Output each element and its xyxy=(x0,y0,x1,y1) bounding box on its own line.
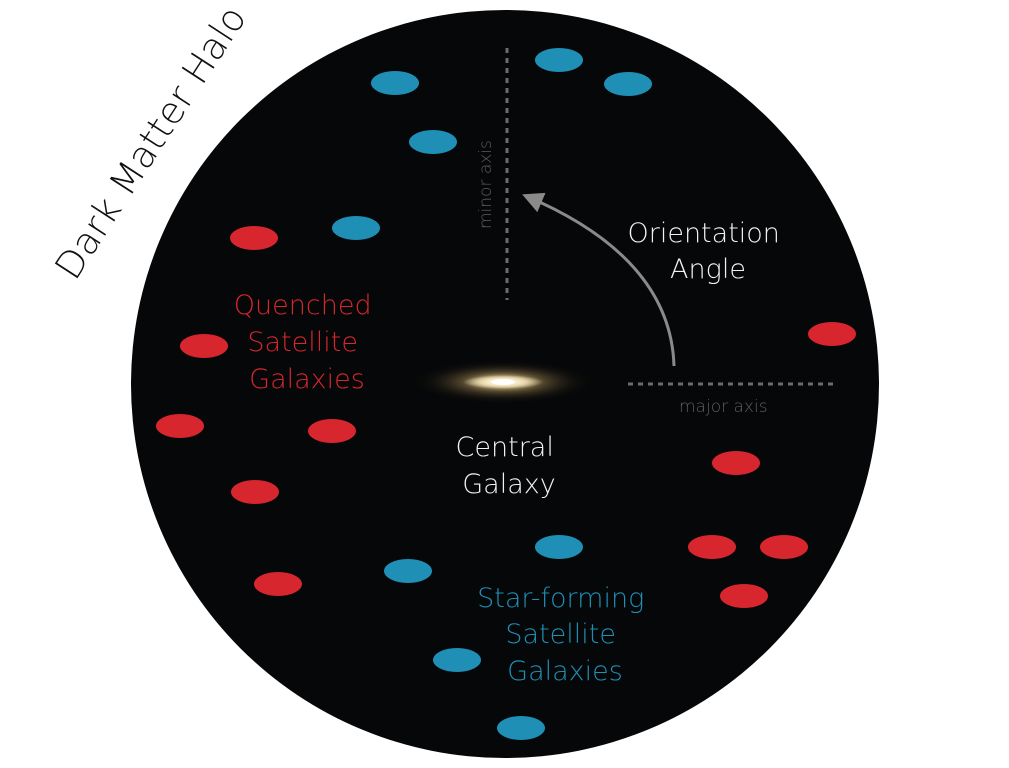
quenched-satellites-label: Quenched Satellite Galaxies xyxy=(234,290,380,395)
star-forming-satellite xyxy=(384,559,432,583)
quenched-satellite xyxy=(808,322,856,346)
quenched-satellites xyxy=(156,226,856,608)
star-forming-satellite xyxy=(332,216,380,240)
star-forming-satellite xyxy=(433,648,481,672)
star-forming-satellite xyxy=(535,48,583,72)
central-galaxy xyxy=(411,360,595,404)
star-forming-satellite xyxy=(604,72,652,96)
quenched-satellite xyxy=(712,451,760,475)
minor-axis-label: minor axis xyxy=(476,140,496,229)
star-forming-satellites xyxy=(332,48,652,740)
quenched-satellite xyxy=(308,419,356,443)
star-forming-satellite xyxy=(535,535,583,559)
central-galaxy-label: Central Galaxy xyxy=(456,432,563,500)
quenched-satellite xyxy=(230,226,278,250)
quenched-satellite xyxy=(720,584,768,608)
major-axis-label: major axis xyxy=(679,397,768,417)
star-forming-satellite xyxy=(371,71,419,95)
orientation-angle-label: Orientation Angle xyxy=(627,218,788,285)
quenched-satellite xyxy=(156,414,204,438)
quenched-satellite xyxy=(688,535,736,559)
star-forming-satellite xyxy=(497,716,545,740)
quenched-satellite xyxy=(254,572,302,596)
star-forming-satellite xyxy=(409,130,457,154)
quenched-satellite xyxy=(180,334,228,358)
star-forming-satellites-label: Star-forming Satellite Galaxies xyxy=(477,583,653,687)
orientation-angle-arrow xyxy=(522,192,676,367)
quenched-satellite xyxy=(760,535,808,559)
quenched-satellite xyxy=(231,480,279,504)
